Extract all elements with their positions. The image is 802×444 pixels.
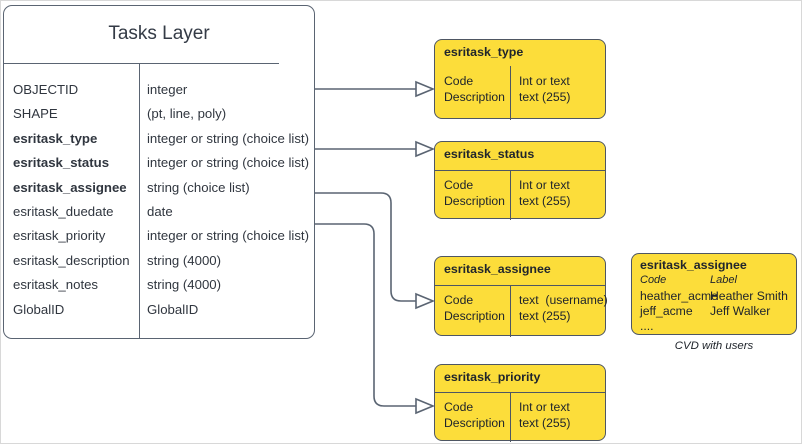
cvd-caption: CVD with users	[674, 340, 754, 352]
field-list: OBJECTID integer SHAPE (pt, line, poly) …	[4, 82, 314, 326]
field-type: integer or string (choice list)	[147, 130, 309, 146]
field-row: esritask_assignee string (choice list)	[4, 180, 314, 204]
field-name: esritask_priority	[13, 228, 106, 244]
field-row: esritask_type integer or string (choice …	[4, 131, 314, 155]
tasks-layer-entity[interactable]: Tasks Layer OBJECTID integer SHAPE (pt, …	[3, 5, 315, 339]
connector-priority	[315, 223, 416, 407]
domain-column-divider	[510, 66, 511, 120]
arrowhead-priority	[415, 397, 436, 415]
field-name: esritask_assignee	[13, 179, 127, 195]
field-row: esritask_status integer or string (choic…	[4, 155, 314, 179]
cvd-label-values: Heather Smith Jeff Walker	[710, 289, 788, 318]
domain-title: esritask_status	[444, 147, 535, 161]
field-name: esritask_duedate	[13, 203, 114, 219]
arrowhead-assignee	[415, 292, 436, 310]
field-row: esritask_duedate date	[4, 204, 314, 228]
domain-column-divider	[510, 392, 511, 442]
field-row: esritask_notes string (4000)	[4, 277, 314, 301]
field-row: esritask_priority integer or string (cho…	[4, 228, 314, 252]
field-name: esritask_notes	[13, 277, 99, 293]
domain-right-cell: Int or text text (255)	[519, 74, 571, 104]
entity-title: Tasks Layer	[108, 23, 210, 44]
domain-left-cell: Code Description	[444, 400, 505, 430]
arrowhead-status	[415, 140, 436, 158]
field-type: GlobalID	[147, 301, 199, 317]
cvd-code-values: heather_acme jeff_acme ....	[640, 289, 718, 333]
field-type: integer or string (choice list)	[147, 155, 309, 171]
cvd-assignee-box[interactable]: esritask_assignee Code Label heather_acm…	[631, 253, 797, 335]
field-type: string (choice list)	[147, 179, 250, 195]
domain-box-esritask-type[interactable]: esritask_type Code Description Int or te…	[434, 39, 606, 120]
domain-box-esritask-assignee[interactable]: esritask_assignee Code Description text …	[434, 256, 608, 337]
domain-right-cell: Int or text text (255)	[519, 178, 571, 208]
field-name: esritask_status	[13, 155, 110, 171]
domain-title: esritask_type	[444, 45, 524, 59]
domain-right-cell: Int or text text (255)	[519, 400, 571, 430]
domain-box-esritask-priority[interactable]: esritask_priority Code Description Int o…	[434, 364, 606, 442]
field-type: date	[147, 203, 173, 219]
domain-left-cell: Code Description	[444, 293, 505, 323]
domain-title: esritask_priority	[444, 370, 541, 384]
field-row: esritask_description string (4000)	[4, 253, 314, 277]
field-row: OBJECTID integer	[4, 82, 314, 106]
entity-column-divider	[139, 63, 140, 338]
domain-column-divider	[510, 170, 511, 220]
field-name: esritask_type	[13, 130, 98, 146]
field-name: OBJECTID	[13, 82, 79, 97]
domain-title: esritask_assignee	[444, 262, 551, 276]
domain-header-divider	[435, 170, 605, 171]
arrowhead-type	[415, 80, 436, 98]
domain-left-cell: Code Description	[444, 74, 505, 104]
cvd-title: esritask_assignee	[640, 258, 747, 272]
field-type: integer	[147, 82, 188, 97]
connector-assignee	[315, 192, 416, 302]
cvd-code-header: Code	[640, 274, 667, 286]
cvd-label-header: Label	[710, 274, 737, 286]
field-type: (pt, line, poly)	[147, 106, 227, 122]
field-name: GlobalID	[13, 301, 65, 317]
entity-title-divider	[4, 63, 279, 64]
field-row: GlobalID GlobalID	[4, 302, 314, 326]
field-name: esritask_description	[13, 252, 130, 268]
domain-header-divider	[435, 392, 605, 393]
domain-header-divider	[435, 285, 605, 286]
field-name: SHAPE	[13, 106, 58, 122]
domain-left-cell: Code Description	[444, 178, 505, 208]
domain-column-divider	[510, 285, 511, 337]
domain-right-cell: text (username) text (255)	[519, 293, 608, 323]
domain-box-esritask-status[interactable]: esritask_status Code Description Int or …	[434, 141, 606, 220]
field-row: SHAPE (pt, line, poly)	[4, 106, 314, 130]
field-type: string (4000)	[147, 252, 222, 268]
field-type: integer or string (choice list)	[147, 228, 309, 244]
field-type: string (4000)	[147, 277, 222, 293]
